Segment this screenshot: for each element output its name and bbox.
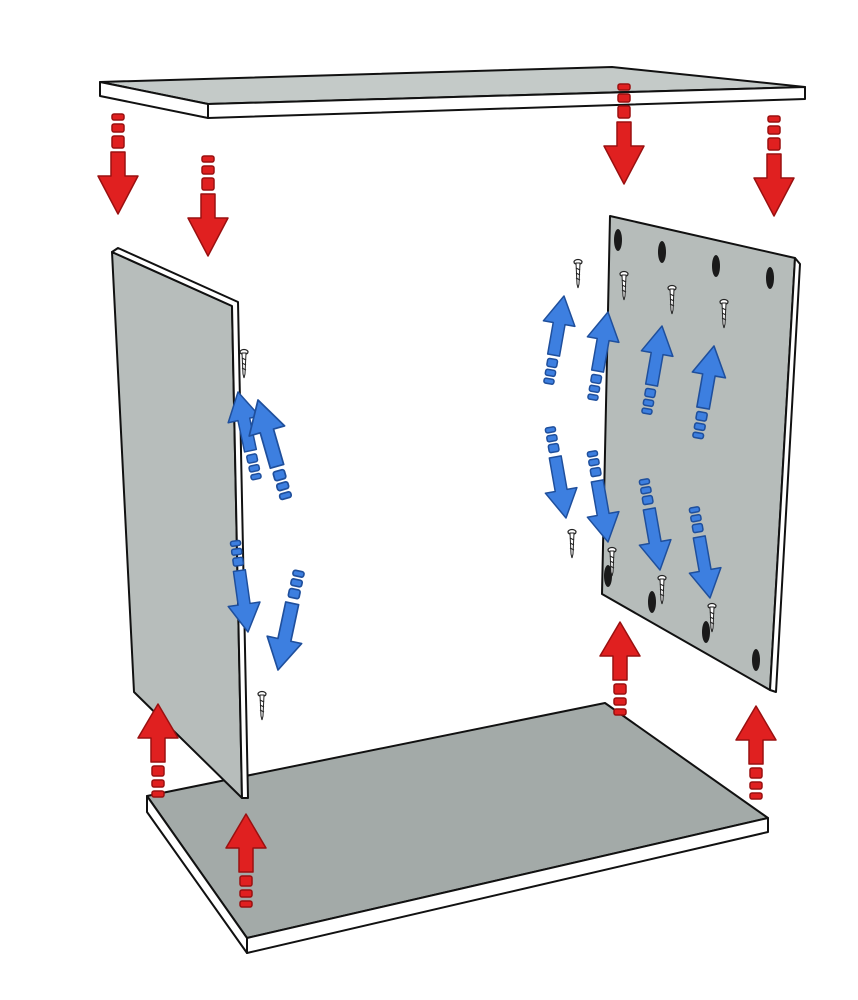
red-arrow-up-icon — [735, 705, 777, 800]
screw-icon — [257, 690, 267, 721]
dowel-hole — [702, 621, 710, 643]
blue-arrow-up-icon — [532, 292, 581, 388]
left-side-panel — [111, 247, 249, 799]
right-back-panel-holes — [604, 229, 774, 671]
screw-icon — [239, 348, 249, 379]
screw-icon — [573, 258, 583, 289]
bottom-panel-edge-right — [246, 817, 769, 954]
dowel-hole — [712, 255, 720, 277]
red-arrow-up-icon — [599, 621, 641, 716]
screw-icon — [567, 528, 577, 559]
red-arrow-down-icon — [753, 115, 795, 217]
dowel-hole — [766, 267, 774, 289]
dowel-hole — [658, 241, 666, 263]
blue-arrow-down-icon — [259, 566, 318, 675]
blue-arrow-down-icon — [533, 423, 583, 522]
dowel-hole — [604, 565, 612, 587]
dowel-hole — [648, 591, 656, 613]
bottom-panel — [146, 702, 769, 954]
top-panel-edge-right — [207, 86, 806, 119]
dowel-hole — [614, 229, 622, 251]
red-arrow-down-icon — [187, 155, 229, 257]
right-back-panel — [601, 215, 801, 693]
right-back-panel-face — [601, 215, 796, 691]
top-panel — [99, 66, 806, 119]
red-arrow-down-icon — [97, 113, 139, 215]
dowel-hole — [752, 649, 760, 671]
left-side-panel-edge — [111, 247, 249, 799]
right-back-panel-edge — [769, 257, 801, 693]
left-side-panel-face — [111, 251, 243, 799]
